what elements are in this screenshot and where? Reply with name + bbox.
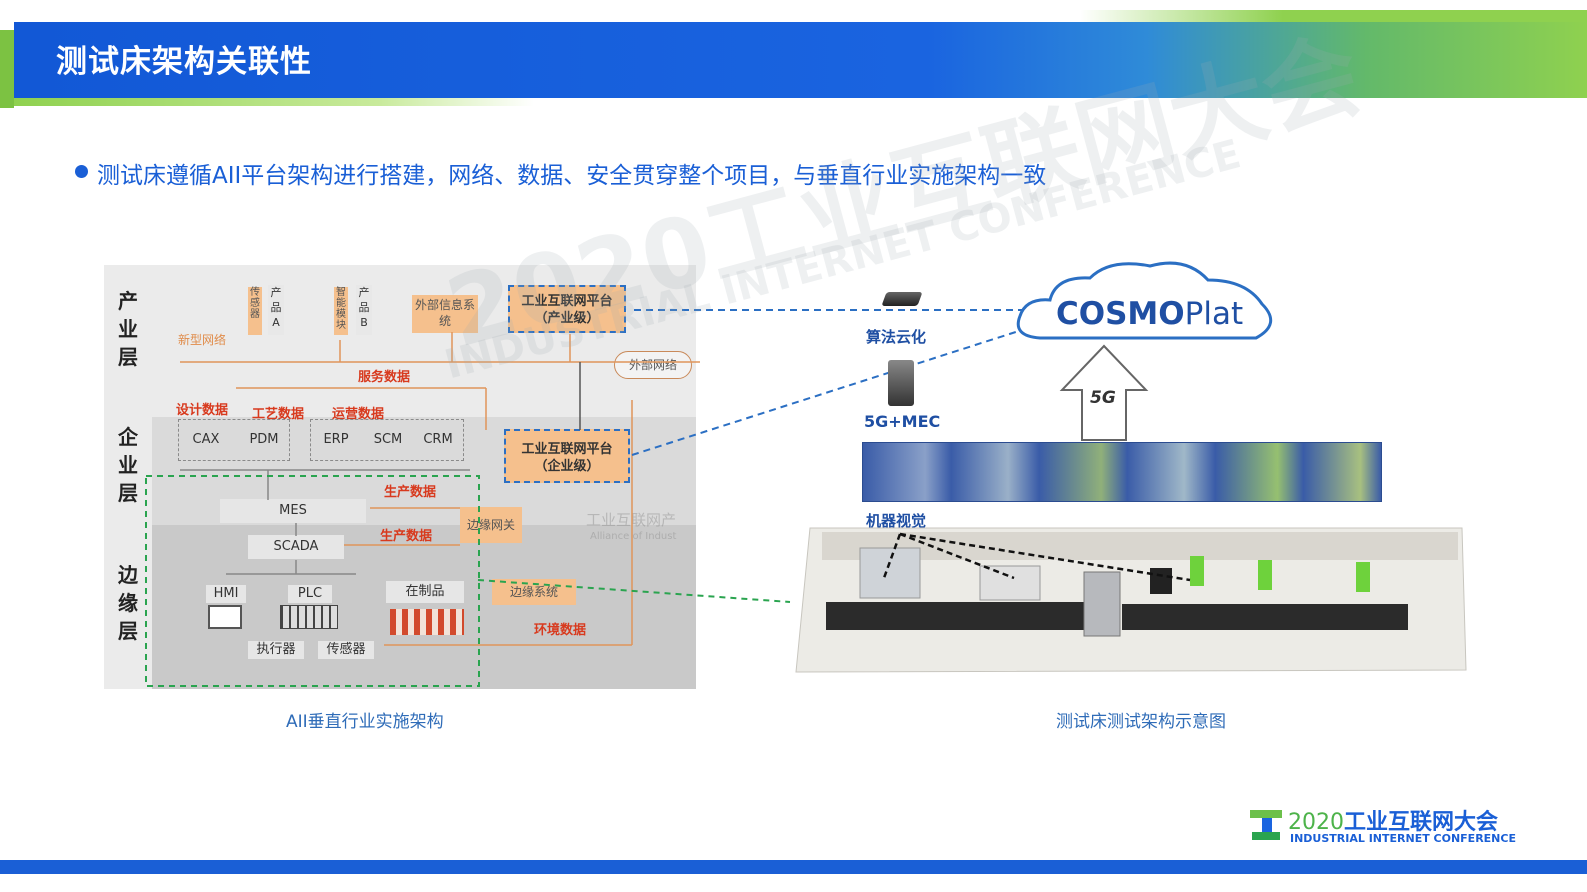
- platform-industry-line2: （产业级）: [534, 311, 600, 326]
- bullet-text: 测试床遵循AII平台架构进行搭建，网络、数据、安全贯穿整个项目，与垂直行业实施架…: [97, 163, 1047, 189]
- cosmoplat-logo: COSMOPlat: [1056, 296, 1243, 332]
- upload-arrow-icon: [1059, 344, 1149, 441]
- vision-station: [1150, 568, 1172, 594]
- crm-label: CRM: [423, 432, 453, 447]
- design-systems-group: [178, 419, 290, 461]
- vision-arrow-2: [899, 532, 1015, 580]
- footer-logo-title: 2020工业互联网大会: [1288, 804, 1498, 836]
- bullet-dot: [75, 165, 88, 178]
- platform-industry-line1: 工业互联网平台: [521, 294, 613, 309]
- cosmoplat-light: Plat: [1184, 296, 1244, 332]
- right-diagram-caption: 测试床测试架构示意图: [1056, 712, 1226, 732]
- robot-arm-3: [1356, 562, 1370, 592]
- alliance-logo-subtext: Alliance of Indust: [590, 531, 677, 542]
- footer-logo-en: INDUSTRIAL INTERNET CONFERENCE: [1290, 832, 1516, 845]
- enterprise-platform-to-cloud-link: [631, 329, 1023, 456]
- wip-products-icon: [390, 609, 464, 635]
- robot-arm-2: [1258, 560, 1272, 590]
- camera-feed-strip: [862, 442, 1382, 502]
- header-underline: [14, 98, 534, 106]
- env-data-label: 环境数据: [534, 623, 587, 638]
- sensor-box: 传感器: [248, 287, 262, 335]
- fiveg-arrow-label: 5G: [1090, 388, 1116, 408]
- actuator-label: 执行器: [248, 641, 304, 659]
- algo-cloud-label: 算法云化: [866, 328, 927, 346]
- operation-data-label: 运营数据: [332, 407, 385, 422]
- plc-device-icon: [280, 605, 338, 629]
- footer-bar: [0, 860, 1587, 874]
- robot-cell-mid: [979, 565, 1041, 601]
- new-network-label: 新型网络: [178, 333, 227, 347]
- conveyor-left: [826, 602, 1088, 630]
- design-data-label: 设计数据: [176, 403, 229, 418]
- footer-logo-cn: 工业互联网大会: [1344, 810, 1499, 835]
- hmi-label: HMI: [206, 585, 246, 603]
- wip-label: 在制品: [386, 581, 464, 603]
- hmi-monitor-icon: [208, 605, 242, 629]
- scada-box: SCADA: [248, 535, 344, 559]
- header-bar: [14, 22, 1587, 98]
- page-title: 测试床架构关联性: [56, 44, 312, 80]
- platform-industry-box: 工业互联网平台 （产业级）: [508, 285, 626, 333]
- vision-arrow-1: [882, 533, 902, 579]
- operation-systems-group: [310, 419, 464, 461]
- erp-label: ERP: [323, 432, 349, 447]
- center-cabinet: [1083, 571, 1121, 637]
- platform-enterprise-line1: 工业互联网平台: [521, 442, 613, 457]
- alliance-logo-text: 工业互联网产: [586, 511, 677, 529]
- machine-vision-label: 机器视觉: [866, 512, 927, 530]
- product-b-box: 产品B: [356, 285, 372, 335]
- pdm-label: PDM: [249, 432, 279, 447]
- platform-enterprise-box: 工业互联网平台 （企业级）: [504, 429, 630, 483]
- edge-sensor-label: 传感器: [318, 641, 374, 659]
- header-accent-top: [1080, 10, 1587, 22]
- layer-edge-label: 边缘层: [118, 563, 138, 643]
- edge-boundary-dashed: [145, 475, 480, 687]
- service-data-label: 服务数据: [358, 370, 411, 385]
- production-data-label-2: 生产数据: [380, 529, 433, 544]
- mec-label: 5G+MEC: [864, 412, 941, 431]
- robot-cell-left: [859, 547, 921, 599]
- plc-label: PLC: [288, 585, 332, 603]
- layer-industry-label: 产业层: [118, 289, 138, 369]
- scm-label: SCM: [373, 432, 403, 447]
- cosmoplat-bold: COSMO: [1056, 296, 1185, 332]
- vision-arrow-3: [899, 532, 1191, 582]
- footer-logo-year: 2020: [1288, 810, 1344, 835]
- cosmoplat-cloud-shape: [1016, 261, 1273, 340]
- left-diagram-caption: AII垂直行业实施架构: [286, 712, 444, 732]
- mes-box: MES: [220, 499, 366, 523]
- production-data-label-1: 生产数据: [384, 485, 437, 500]
- header-accent-left: [0, 30, 14, 108]
- edge-to-testbed-link: [477, 579, 791, 603]
- cax-label: CAX: [192, 432, 220, 447]
- production-line-floor: [795, 527, 1467, 673]
- platform-enterprise-line2: （企业级）: [534, 459, 600, 474]
- smart-module-box: 智能模块: [334, 287, 348, 335]
- external-info-box: 外部信息系统: [412, 295, 478, 333]
- edge-band: [152, 525, 696, 689]
- layer-enterprise-label: 企业层: [118, 425, 138, 505]
- robot-arm-1: [1190, 556, 1204, 586]
- product-a-box: 产品A: [268, 285, 284, 335]
- conference-logo-icon: [1250, 810, 1282, 840]
- mec-device-icon: [888, 360, 914, 406]
- conveyor-right: [1122, 604, 1408, 630]
- process-data-label: 工艺数据: [252, 407, 305, 422]
